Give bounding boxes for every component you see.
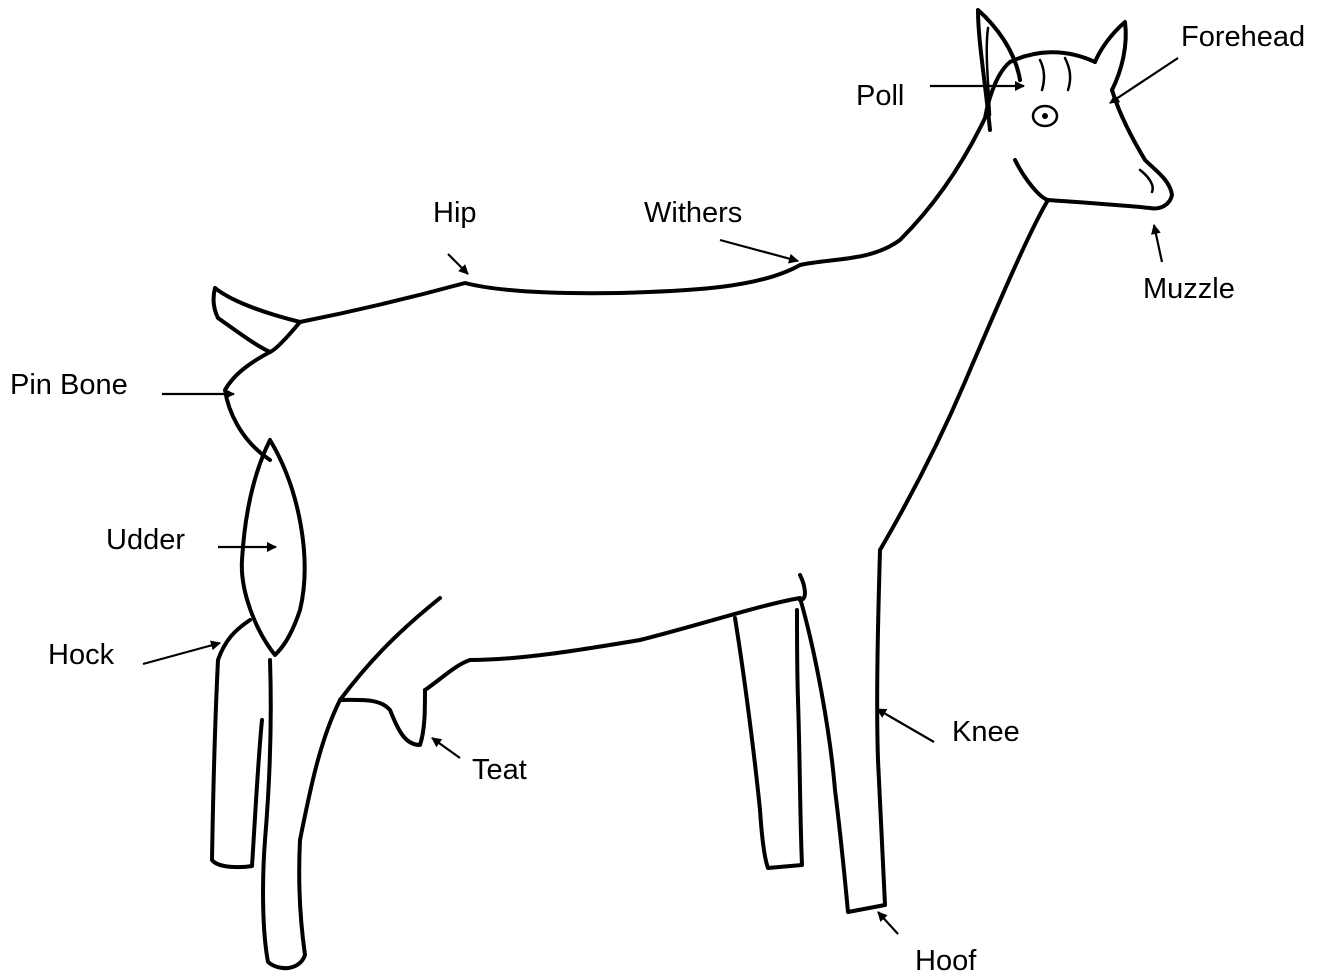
label-teat: Teat bbox=[472, 754, 527, 786]
goat-nostril bbox=[1140, 170, 1153, 192]
goat-head-ridge-1 bbox=[1040, 60, 1044, 90]
goat-front-leg-far bbox=[735, 610, 802, 868]
goat-neck-front bbox=[880, 200, 1048, 550]
label-hip: Hip bbox=[433, 197, 477, 229]
goat-hind-leg-far bbox=[212, 620, 262, 867]
goat-head-ridge-2 bbox=[1065, 58, 1070, 90]
part-labels: Forehead Poll Hip Withers Muzzle Pin Bon… bbox=[10, 21, 1305, 977]
goat-ear-right bbox=[1095, 22, 1126, 90]
goat-pupil bbox=[1042, 113, 1048, 119]
hock-arrow bbox=[143, 643, 220, 664]
label-poll: Poll bbox=[856, 80, 904, 112]
goat-hind-leg-near bbox=[263, 598, 440, 968]
goat-teat bbox=[340, 690, 425, 745]
leader-arrows bbox=[143, 58, 1178, 934]
label-hock: Hock bbox=[48, 639, 115, 671]
label-muzzle: Muzzle bbox=[1143, 273, 1235, 305]
knee-arrow bbox=[877, 709, 934, 742]
goat-drawing bbox=[212, 10, 1172, 968]
goat-front-leg-near bbox=[800, 550, 885, 912]
label-hoof: Hoof bbox=[915, 945, 977, 977]
goat-rear bbox=[225, 322, 300, 460]
hoof-arrow bbox=[878, 912, 898, 934]
hip-arrow bbox=[448, 254, 468, 274]
muzzle-arrow bbox=[1154, 225, 1162, 262]
goat-jaw bbox=[1015, 160, 1048, 200]
label-udder: Udder bbox=[106, 524, 185, 556]
teat-arrow bbox=[432, 738, 460, 758]
goat-head-top bbox=[1010, 52, 1095, 62]
label-knee: Knee bbox=[952, 716, 1020, 748]
withers-arrow bbox=[720, 240, 798, 261]
goat-tail bbox=[214, 288, 270, 352]
label-forehead: Forehead bbox=[1181, 21, 1305, 53]
label-withers: Withers bbox=[644, 197, 742, 229]
label-pin-bone: Pin Bone bbox=[10, 369, 128, 401]
